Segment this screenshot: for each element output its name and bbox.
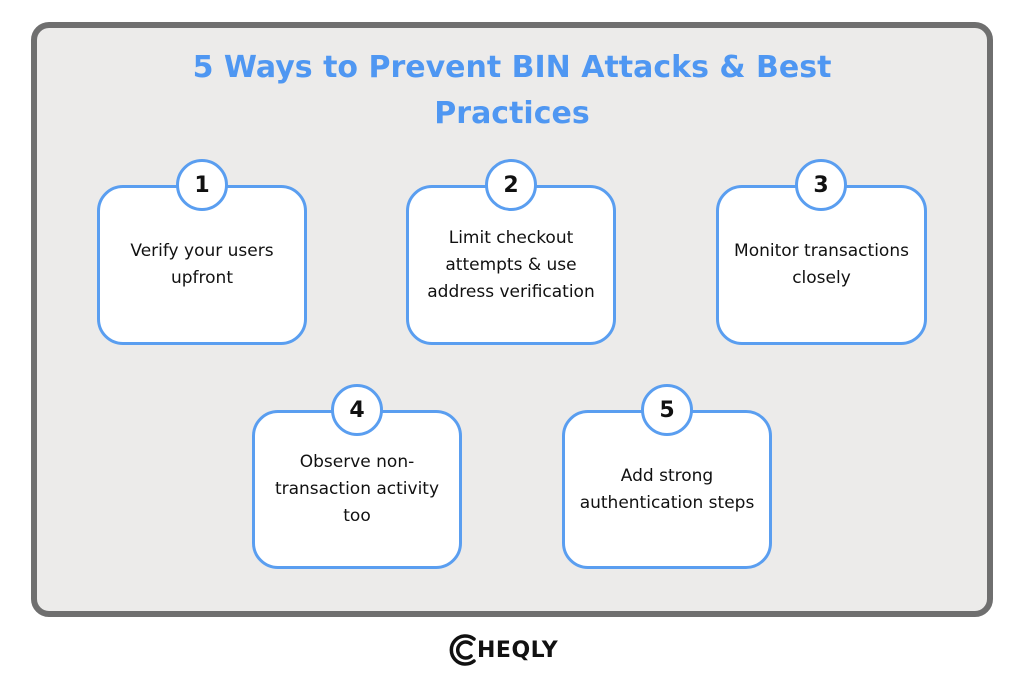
step-number-badge-2: 2: [485, 159, 537, 211]
step-number-badge-5: 5: [641, 384, 693, 436]
title-line-2: Practices: [434, 96, 590, 131]
step-text: Verify your users upfront: [130, 241, 274, 288]
step-card-2: Limit checkout attempts & use address ve…: [406, 185, 616, 345]
c-logo-icon: [449, 634, 476, 666]
step-text: Observe non-transaction activity too: [274, 452, 440, 526]
step-text: Monitor transactions closely: [734, 241, 909, 288]
step-card-1: Verify your users upfront: [97, 185, 307, 345]
step-card-5: Add strong authentication steps: [562, 410, 772, 569]
step-number-badge-4: 4: [331, 384, 383, 436]
step-text: Add strong authentication steps: [579, 465, 755, 513]
step-number-badge-3: 3: [795, 159, 847, 211]
step-card-4: Observe non-transaction activity too: [252, 410, 462, 569]
page-title: 5 Ways to Prevent BIN Attacks & Best Pra…: [0, 45, 1024, 137]
step-number-badge-1: 1: [176, 159, 228, 211]
step-text: Limit checkout attempts & use address ve…: [427, 227, 595, 302]
logo-text: HEQLY: [477, 637, 559, 663]
cheqly-logo: HEQLY: [447, 630, 577, 670]
title-line-1: 5 Ways to Prevent BIN Attacks & Best: [192, 50, 832, 85]
